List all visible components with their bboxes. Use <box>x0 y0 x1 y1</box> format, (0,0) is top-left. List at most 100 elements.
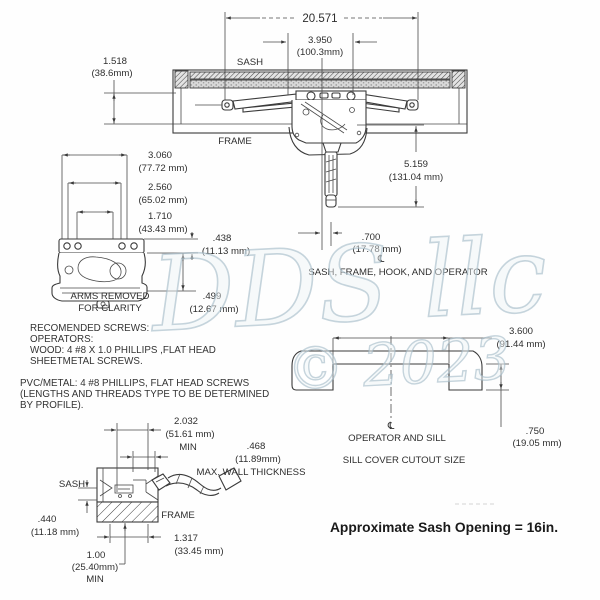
crank-grip-end <box>218 467 242 491</box>
screw-notes-pvc-3: BY PROFILE). <box>20 400 84 411</box>
dim-frame-min-mm: (25.40mm) <box>72 562 118 573</box>
centerline-icon: ℄ <box>377 254 385 265</box>
left-arm-pin <box>224 102 230 108</box>
screw-hole-1 <box>63 242 71 250</box>
section-screw-b <box>128 494 132 498</box>
dim-overall-value: 20.571 <box>302 13 337 25</box>
handle-knurl-1 <box>325 158 337 163</box>
dim-step-in: .750 <box>526 426 545 437</box>
dim-height2-in: .499 <box>203 291 222 302</box>
handle-knurl-3 <box>325 178 337 183</box>
section-diag-2 <box>145 491 159 501</box>
top-view-dimensions: 20.571 3.950 (100.3mm) 1.518 (38.6mm) <box>91 12 488 278</box>
dim-cutout-in: 3.600 <box>509 326 533 337</box>
sash-corner-right <box>451 70 466 89</box>
sash-bar-bottom <box>189 79 451 89</box>
watermark-name: DDS llc <box>146 213 550 356</box>
crank-knurl-3 <box>199 485 205 495</box>
dim-step-mm: (19.05 mm) <box>512 438 561 449</box>
sill-caption-2: SILL COVER CUTOUT SIZE <box>343 455 465 466</box>
crank-arm-top <box>167 473 222 491</box>
dim-width3-in: 1.710 <box>148 211 172 222</box>
sill-centerline-icon: ℄ <box>387 421 395 432</box>
left-arm-cap <box>221 99 234 111</box>
dim-face: 1.317 (33.45 mm) <box>97 524 224 557</box>
handle-knob <box>325 194 337 208</box>
screw-hole-3 <box>118 242 126 250</box>
dim-frame-depth: 1.518 (38.6mm) <box>91 56 176 125</box>
dim-height2-mm: (12.67 mm) <box>189 304 238 315</box>
screw-notes: RECOMENDED SCREWS: OPERATORS: WOOD: 4 #8… <box>20 323 269 411</box>
dim-height1-in: .438 <box>213 233 232 244</box>
dim-handle-offset-in: .700 <box>362 232 381 243</box>
detail-boss <box>64 265 74 275</box>
crank-knurl-2 <box>187 477 193 489</box>
detail-note-1: ARMS REMOVED <box>71 291 150 302</box>
section-sash-groove <box>99 479 113 497</box>
handle-shaft <box>324 151 338 197</box>
dim-sash-depth: .440 (11.18 mm) <box>31 480 97 538</box>
section-frame-label: FRAME <box>161 510 195 521</box>
detail-height-dims: .438 (11.13 mm) .499 (12.67 mm) <box>144 232 250 315</box>
sash-label: SASH <box>237 57 263 68</box>
operator-body <box>291 100 367 144</box>
dim-clearance-mm: (51.61 mm) <box>165 429 214 440</box>
dim-track-mm: (100.3mm) <box>297 47 343 58</box>
watermark-year: © 2023 <box>285 324 512 404</box>
section-sash-label: SASH <box>59 479 85 490</box>
operator-screw-1 <box>294 132 300 138</box>
crank-pivot <box>151 473 171 491</box>
dim-frame-min: 1.00 (25.40mm) MIN <box>72 523 127 585</box>
detail-note-2: FOR CLARITY <box>78 303 142 314</box>
crank-knurl-1 <box>175 473 181 485</box>
detail-cam-cutout <box>77 256 122 283</box>
dim-step: .750 (19.05 mm) <box>486 363 562 449</box>
dim-frame-depth-in: 1.518 <box>103 56 127 67</box>
right-pivot <box>346 91 356 101</box>
operator-pin-1 <box>302 108 310 116</box>
dim-track-in: 3.950 <box>308 35 332 46</box>
dim-width3-mm: (43.43 mm) <box>138 224 187 235</box>
track-roller-2 <box>331 92 341 99</box>
dim-cutout: 3.600 (91.44 mm) <box>332 326 546 363</box>
track-roller-1 <box>319 92 329 99</box>
dim-width2-mm: (65.02 mm) <box>138 195 187 206</box>
sash-bar-top <box>189 71 451 80</box>
dim-clearance-in: 2.032 <box>174 416 198 427</box>
dim-frame-depth-mm: (38.6mm) <box>91 68 132 79</box>
detail-gear <box>109 262 127 280</box>
top-view-caption: SASH, FRAME, HOOK, AND OPERATOR <box>308 267 487 278</box>
dim-clearance: 2.032 (51.61 mm) MIN <box>104 416 215 492</box>
detail-nub <box>96 300 110 309</box>
section-view: SASH FRAME 2.032 (51.61 mm) MIN .468 (11… <box>31 416 306 585</box>
operator-gear-arc <box>320 114 346 131</box>
screw-hole-2 <box>74 242 82 250</box>
section-operator-foot <box>114 484 134 494</box>
dim-track: 3.950 (100.3mm) <box>263 33 377 95</box>
screw-notes-wood-1: WOOD: 4 #8 X 1.0 PHILLIPS ,FLAT HEAD <box>30 345 216 356</box>
sill-view: 3.600 (91.44 mm) .750 (19.05 mm) ℄ OPERA… <box>291 326 562 466</box>
right-arm-pin <box>409 102 415 108</box>
sill-profile <box>291 350 483 391</box>
detail-nub-screw <box>100 301 106 307</box>
dim-frame-min-in: 1.00 <box>87 550 106 561</box>
dim-width1-in: 3.060 <box>148 150 172 161</box>
frame-label: FRAME <box>218 136 252 147</box>
dim-handle-drop-mm: (131.04 mm) <box>389 172 443 183</box>
screw-notes-wood-2: SHEETMETAL SCREWS. <box>30 356 143 367</box>
watermark: DDS llc © 2023 <box>146 212 551 404</box>
dim-clearance-note: MIN <box>179 442 197 453</box>
section-frame-hatch <box>96 501 159 523</box>
top-view: SASH FRAME <box>172 57 468 208</box>
sash-opening-note: Approximate Sash Opening = 16in. <box>330 520 558 535</box>
operator-housing <box>288 100 368 156</box>
dim-handle-offset: .700 (17.78 mm) <box>298 222 402 255</box>
dim-wall: .468 (11.89mm) MAX. WALL THICKNESS <box>120 441 305 478</box>
dim-handle-drop: 5.159 (131.04 mm) <box>338 124 443 208</box>
section-screw-a <box>118 494 122 498</box>
crank-pivot-line <box>155 477 165 483</box>
crank-arm-bottom <box>165 482 220 496</box>
dim-sash-depth-mm: (11.18 mm) <box>31 527 79 538</box>
dim-frame-min-note: MIN <box>86 574 104 585</box>
